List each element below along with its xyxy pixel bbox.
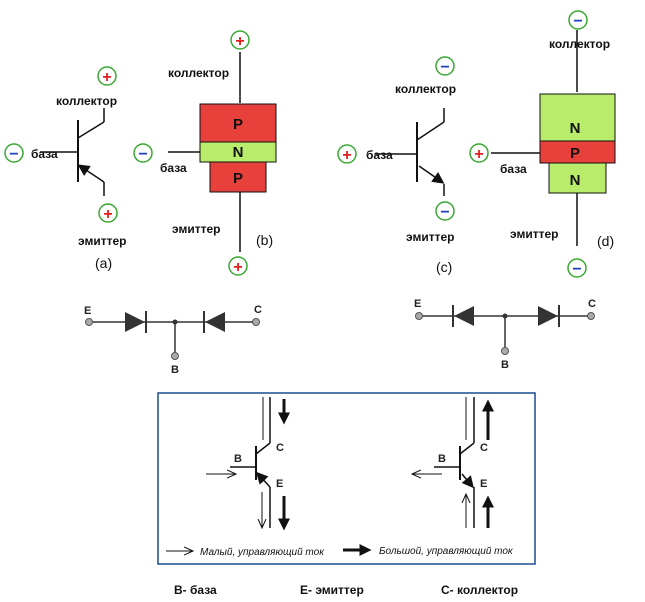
- layer-label-b-1: P: [233, 116, 243, 133]
- caption-b: (b): [256, 232, 273, 248]
- svg-text:−: −: [573, 13, 582, 30]
- svg-text:−: −: [9, 146, 18, 163]
- diode-c-label-right: C: [588, 298, 596, 310]
- inset-transistor-right: [412, 397, 494, 528]
- diode-c-label-left: C: [254, 304, 262, 316]
- svg-text:+: +: [102, 69, 111, 86]
- svg-text:+: +: [342, 147, 351, 164]
- svg-text:+: +: [233, 259, 242, 276]
- legend-emitter: E- эмиттер: [300, 583, 364, 597]
- collector-label-c: коллектор: [395, 82, 456, 96]
- collector-label-d: коллектор: [549, 37, 610, 51]
- collector-label-b: коллектор: [168, 66, 229, 80]
- plus-sign-c-base: +: [337, 144, 357, 164]
- diode-b-label-left: B: [171, 364, 179, 376]
- inset-e-label-left: E: [276, 478, 283, 490]
- inset-c-label-left: C: [276, 442, 284, 454]
- plus-sign-a-collector: +: [97, 66, 117, 86]
- inset-b-label-left: B: [234, 453, 242, 465]
- plus-sign-b-collector: +: [230, 30, 250, 50]
- n-layer-d-bottom: [548, 162, 607, 194]
- svg-text:−: −: [440, 204, 449, 221]
- diode-e-label-right: E: [414, 298, 421, 310]
- collector-label-a: коллектор: [56, 94, 117, 108]
- current-flow-inset: [157, 392, 536, 565]
- layer-label-d-1: N: [570, 120, 581, 137]
- svg-text:−: −: [572, 261, 581, 278]
- inset-b-label-right: B: [438, 453, 446, 465]
- minus-sign-a-base: −: [4, 143, 24, 163]
- inset-e-label-right: E: [480, 478, 487, 490]
- n-layer-d-top: [539, 93, 616, 142]
- emitter-label-a: эмиттер: [78, 234, 126, 248]
- diode-model-pnp: [85, 311, 260, 360]
- inset-c-label-right: C: [480, 442, 488, 454]
- p-layer-b-bottom: [209, 161, 267, 193]
- emitter-label-b: эмиттер: [172, 222, 220, 236]
- base-label-a: база: [31, 147, 58, 161]
- plus-sign-a-emitter: +: [98, 203, 118, 223]
- minus-sign-d-collector: −: [568, 10, 588, 30]
- svg-text:−: −: [440, 59, 449, 76]
- p-layer-b-top: [199, 103, 277, 143]
- emitter-label-c: эмиттер: [406, 230, 454, 244]
- large-current-legend: Большой, управляющий ток: [379, 546, 514, 557]
- layer-label-d-2: P: [570, 145, 580, 162]
- base-label-c: база: [366, 148, 393, 162]
- layer-label-b-3: P: [233, 170, 243, 187]
- npn-symbol-c: [375, 108, 445, 196]
- base-label-b: база: [160, 161, 187, 175]
- legend-base: B- база: [174, 583, 217, 597]
- minus-sign-c-emitter: −: [435, 201, 455, 221]
- small-current-legend: Малый, управляющий ток: [200, 547, 325, 558]
- diode-e-label-left: E: [84, 305, 91, 317]
- plus-sign-b-emitter: +: [228, 256, 248, 276]
- svg-text:+: +: [474, 146, 483, 163]
- diode-model-npn: [415, 305, 595, 355]
- diode-b-label-right: B: [501, 359, 509, 371]
- emitter-label-d: эмиттер: [510, 227, 558, 241]
- inset-transistor-left: [206, 397, 290, 531]
- base-label-d: база: [500, 162, 527, 176]
- caption-c: (c): [436, 259, 452, 275]
- layer-label-d-3: N: [570, 172, 581, 189]
- svg-text:+: +: [235, 33, 244, 50]
- minus-sign-c-collector: −: [435, 56, 455, 76]
- caption-d: (d): [597, 233, 614, 249]
- plus-sign-d-base: +: [469, 143, 489, 163]
- minus-sign-d-emitter: −: [567, 258, 587, 278]
- legend-collector: C- коллектор: [441, 583, 518, 597]
- layer-label-b-2: N: [233, 144, 244, 161]
- minus-sign-b-base: −: [133, 143, 153, 163]
- pnp-symbol-a: [40, 108, 105, 196]
- svg-text:−: −: [138, 146, 147, 163]
- svg-text:+: +: [103, 206, 112, 223]
- caption-a: (a): [95, 255, 112, 271]
